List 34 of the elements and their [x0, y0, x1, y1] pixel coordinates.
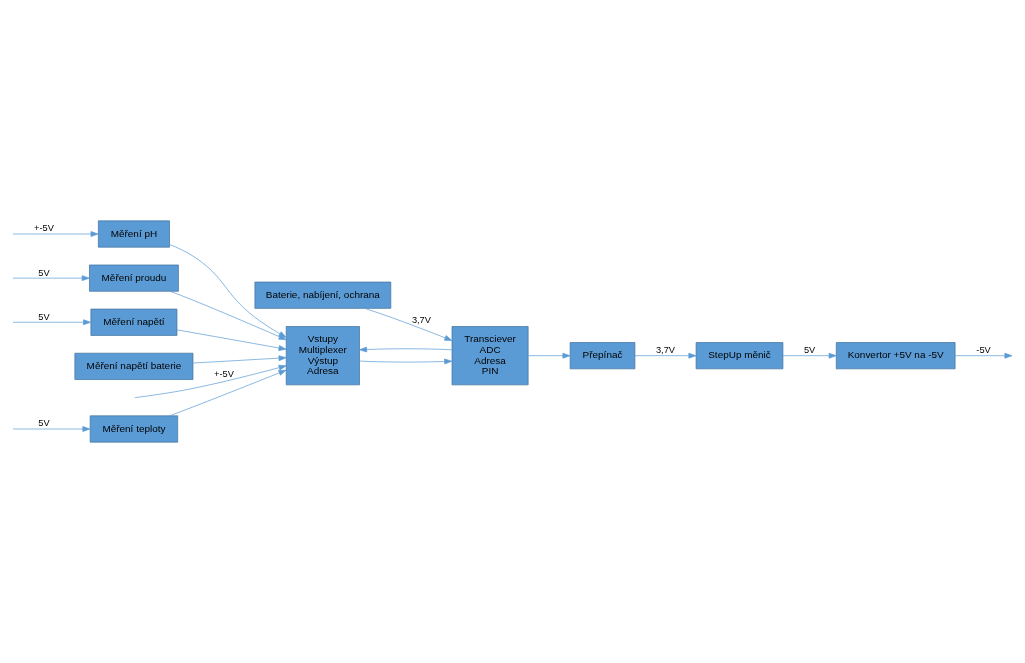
node-box: Transciever ADC Adresa PIN: [451, 326, 529, 386]
edge-label: 5V: [38, 311, 50, 322]
node-box: Měření napětí baterie: [74, 352, 194, 380]
node-box: Konvertor +5V na -5V: [835, 342, 956, 370]
arrow: [528, 352, 571, 359]
arrow: [12, 231, 99, 237]
arrow: [359, 358, 453, 365]
node-box: Měření pH: [98, 220, 170, 248]
arrow: [12, 319, 91, 326]
arrow: [634, 352, 697, 359]
arrow: [12, 426, 91, 432]
arrow: [169, 364, 287, 417]
arrow: [12, 275, 90, 281]
arrow: [134, 364, 287, 398]
edge-label: 3,7V: [655, 345, 676, 356]
node-box: Měření teploty: [89, 415, 179, 443]
arrow: [359, 346, 453, 353]
arrow: [954, 352, 1013, 359]
node-box: StepUp měnič: [695, 342, 784, 370]
arrow: [782, 352, 837, 359]
node-box: Přepínač: [569, 342, 636, 370]
arrow: [192, 355, 287, 364]
node-box: Měření proudu: [89, 264, 179, 292]
edge-label: 3,7V: [411, 315, 431, 326]
edge-label: 5V: [38, 418, 50, 429]
edge-label: 5V: [803, 345, 816, 356]
node-box: Vstupy Multiplexer Výstup Adresa: [285, 326, 360, 386]
edge-label: +-5V: [34, 223, 54, 234]
arrow: [364, 308, 453, 341]
edge-label: -5V: [976, 345, 991, 356]
node-box: Měření napětí: [90, 308, 178, 336]
node-box: Baterie, nabíjení, ochrana: [254, 281, 392, 309]
edge-label: 5V: [38, 267, 50, 278]
edge-label: +-5V: [214, 369, 234, 380]
